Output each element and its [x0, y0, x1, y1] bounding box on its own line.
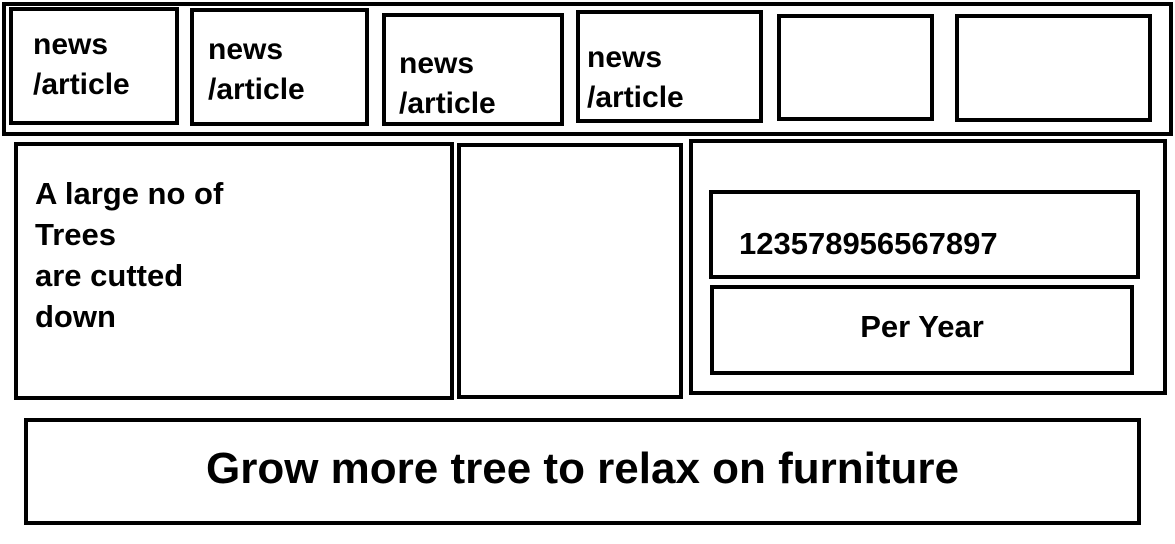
slogan-text: Grow more tree to relax on furniture — [205, 444, 960, 493]
fact-text: A large no of Trees are cutted down — [35, 176, 224, 334]
news-article-card-2-label: news /article — [208, 33, 305, 106]
news-article-card-5[interactable] — [777, 14, 934, 121]
image-placeholder — [457, 143, 683, 399]
slogan-banner: Grow more tree to relax on furniture — [24, 418, 1141, 525]
news-article-card-3[interactable]: news /article — [382, 13, 564, 126]
news-article-card-1[interactable]: news /article — [9, 7, 179, 125]
news-article-card-6[interactable] — [955, 14, 1152, 122]
counter-value: 123578956567897 — [739, 226, 998, 261]
counter-panel: 123578956567897 Per Year — [689, 139, 1167, 395]
fact-panel: A large no of Trees are cutted down — [14, 142, 454, 400]
news-article-card-4[interactable]: news /article — [576, 10, 763, 123]
counter-unit: Per Year — [860, 309, 984, 344]
news-article-card-1-label: news /article — [33, 28, 130, 101]
counter-unit-box: Per Year — [710, 285, 1134, 375]
counter-value-box: 123578956567897 — [709, 190, 1140, 279]
news-article-card-3-label: news /article — [399, 47, 496, 120]
news-article-card-2[interactable]: news /article — [190, 8, 369, 126]
news-article-card-4-label: news /article — [587, 41, 684, 114]
